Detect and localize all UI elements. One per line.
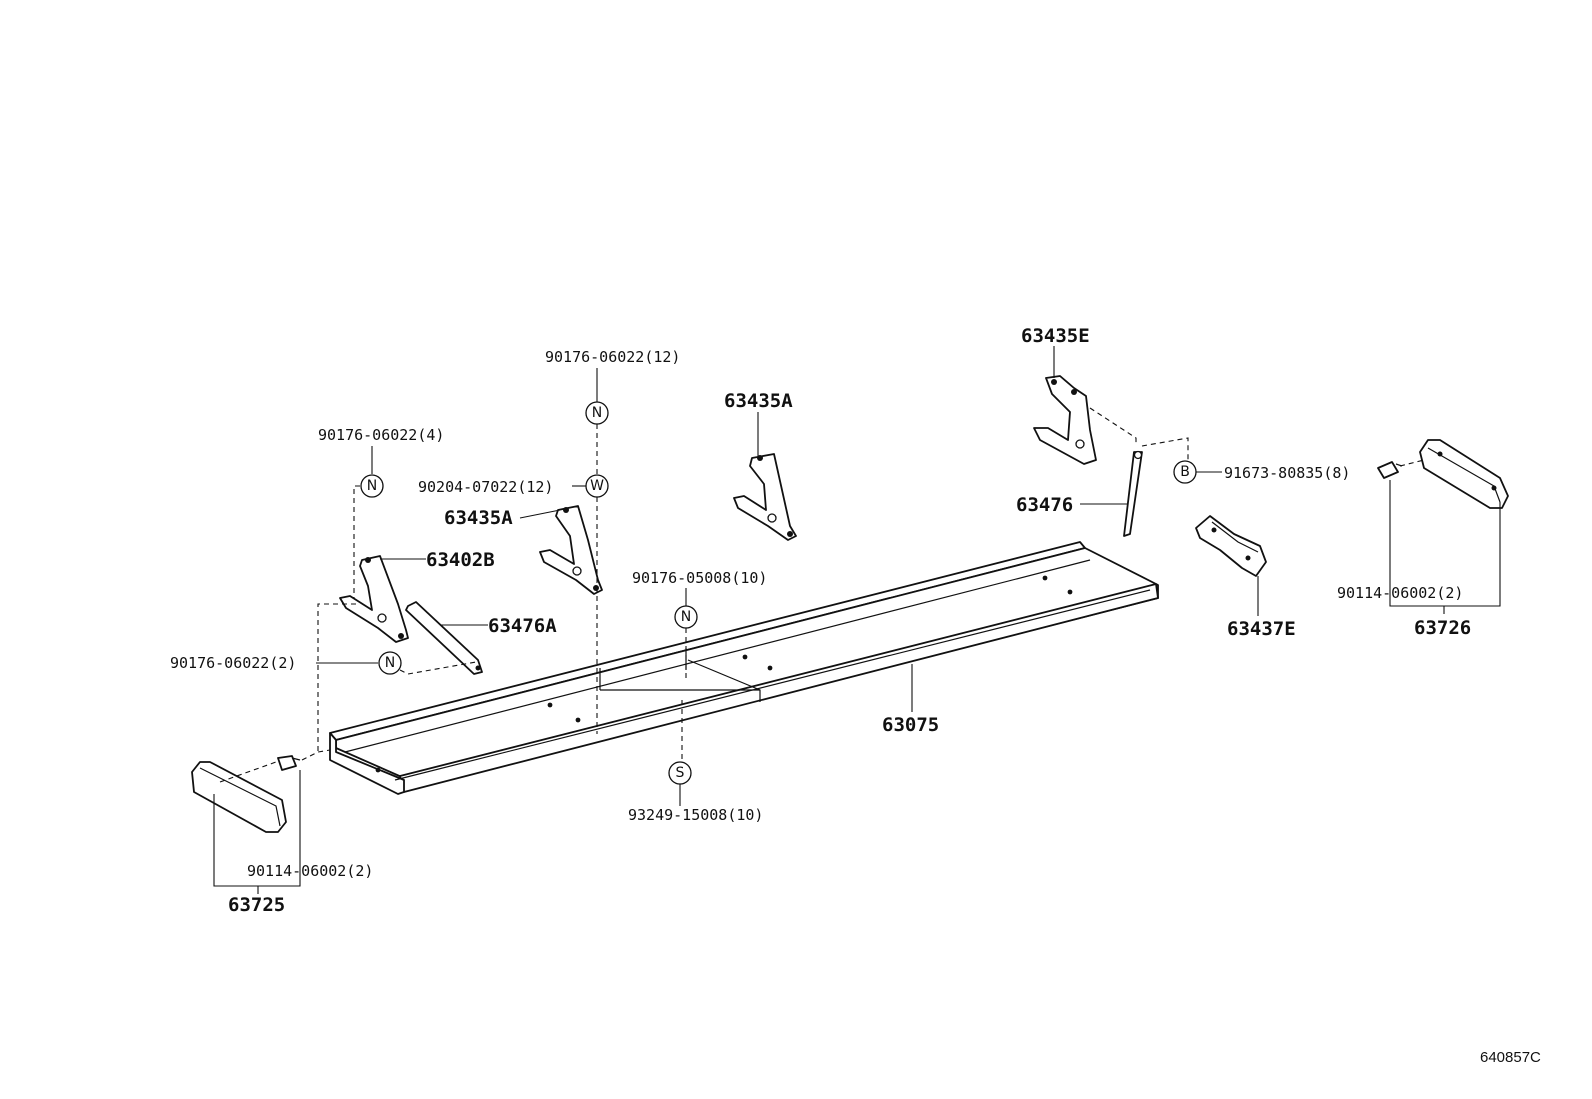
bracket-63435e[interactable]	[1033, 375, 1097, 465]
callout-63725[interactable]: 63725	[228, 894, 285, 916]
leader-lines	[213, 346, 1501, 894]
callout-90176-06022-12[interactable]: 90176-06022(12)	[545, 348, 680, 366]
callout-63726[interactable]: 63726	[1414, 617, 1471, 639]
screw-90114-left[interactable]	[277, 755, 301, 771]
callout-90176-05008-10[interactable]: 90176-05008(10)	[632, 569, 767, 587]
callout-93249-15008-10[interactable]: 93249-15008(10)	[628, 806, 763, 824]
svg-text:N: N	[592, 405, 602, 421]
bracket-63435a-top[interactable]	[733, 453, 797, 541]
svg-text:N: N	[367, 478, 377, 494]
symbol-w: W	[585, 474, 609, 498]
svg-text:W: W	[590, 478, 604, 494]
callout-90114-06002-2-right[interactable]: 90114-06002(2)	[1337, 584, 1463, 602]
callout-63476a[interactable]: 63476A	[488, 615, 557, 637]
symbol-n-top: N	[585, 401, 609, 425]
rod-63476[interactable]	[1123, 450, 1143, 537]
bracket-63435a-left[interactable]	[539, 505, 603, 595]
callout-63435e[interactable]: 63435E	[1021, 325, 1090, 347]
symbol-n-left: N	[360, 474, 384, 498]
callout-63435a-top[interactable]: 63435A	[724, 390, 793, 412]
running-board-63075[interactable]	[329, 541, 1159, 795]
callout-90114-06002-2-left[interactable]: 90114-06002(2)	[247, 862, 373, 880]
symbol-b: B	[1173, 460, 1197, 484]
callout-90204-07022-12[interactable]: 90204-07022(12)	[418, 478, 553, 496]
callout-63476[interactable]: 63476	[1016, 494, 1073, 516]
svg-text:B: B	[1180, 464, 1190, 480]
svg-text:N: N	[385, 655, 395, 671]
bracket-63402b[interactable]	[339, 555, 409, 643]
callout-63075[interactable]: 63075	[882, 714, 939, 736]
callout-90176-06022-4[interactable]: 90176-06022(4)	[318, 426, 444, 444]
end-cap-63726[interactable]	[1419, 439, 1509, 509]
svg-text:N: N	[681, 609, 691, 625]
end-cap-63725[interactable]	[191, 761, 287, 833]
callout-63402b[interactable]: 63402B	[426, 549, 495, 571]
diagram-reference-code: 640857C	[1480, 1049, 1541, 1066]
callout-63437e[interactable]: 63437E	[1227, 618, 1296, 640]
svg-text:S: S	[676, 765, 685, 781]
rod-63476a[interactable]	[405, 601, 483, 675]
callout-90176-06022-2[interactable]: 90176-06022(2)	[170, 654, 296, 672]
symbol-n-mid: N	[674, 605, 698, 629]
symbol-s: S	[668, 761, 692, 785]
symbol-n-lower: N	[378, 651, 402, 675]
callout-91673-80835-8[interactable]: 91673-80835(8)	[1224, 464, 1350, 482]
screw-90114-right[interactable]	[1377, 461, 1403, 479]
bracket-63437e[interactable]	[1195, 515, 1267, 577]
callout-63435a-left[interactable]: 63435A	[444, 507, 513, 529]
